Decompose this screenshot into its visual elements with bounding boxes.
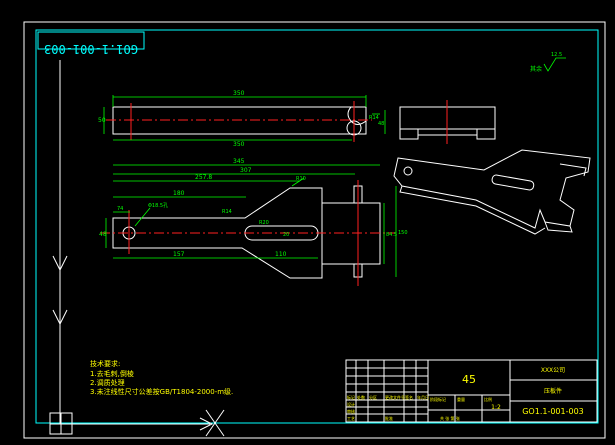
tb-part-name: 压板件 [544, 387, 562, 395]
dim-main-r20: R20 [259, 220, 269, 226]
dim-top-overall: 350 [233, 90, 245, 97]
tb-col-f: 年月日 [417, 394, 429, 400]
dim-top-thk: 48 [378, 121, 384, 127]
dim-main-2578: 257.8 [195, 174, 212, 181]
roughness-value: 12.5 [551, 52, 562, 58]
ucs-icon [49, 60, 225, 437]
tb-checker: 审核 [347, 408, 355, 414]
dim-top-r14: R14 [369, 115, 379, 121]
title-block: 标记 处数 分区 更改文件号 签名 年月日 设计 审核 工艺 批准 阶段标记 重… [345, 359, 598, 423]
dim-main-157: 157 [173, 251, 185, 258]
dim-main-150: 150 [398, 230, 408, 236]
tb-stage: 阶段标记 [430, 396, 446, 402]
tb-ratio: 比例 [484, 396, 492, 402]
dim-top-height: 50 [98, 117, 106, 124]
tb-approve: 批准 [385, 415, 393, 421]
tb-designer: 设计 [347, 401, 355, 407]
dim-main-180: 180 [173, 190, 185, 197]
tb-col-a: 标记 [347, 394, 355, 400]
tb-sheet: 共 张 第 张 [440, 415, 460, 421]
tb-col-b: 处数 [357, 394, 365, 400]
technical-notes: 技术要求: 1.去毛刺,倒棱 2.调质处理 3.未注线性尺寸公差按GB/T180… [90, 359, 233, 396]
tb-col-e: 签名 [405, 394, 413, 400]
dim-main-48: 48 [99, 231, 107, 238]
notes-line1: 1.去毛刺,倒棱 [90, 369, 134, 378]
mirrored-number-box [37, 31, 145, 50]
inner-frame [35, 29, 599, 424]
outer-border [23, 21, 606, 439]
mirrored-drawing-number: GO1.1-001-003 [44, 42, 138, 56]
notes-line2: 2.调质处理 [90, 378, 125, 387]
dim-top-lower: 350 [233, 141, 245, 148]
dim-main-345: 345 [233, 158, 245, 165]
dim-main-110: 110 [275, 251, 287, 258]
notes-title: 技术要求: [90, 359, 120, 368]
tb-craft: 工艺 [347, 416, 355, 421]
side-view [399, 100, 496, 144]
tb-material: 45 [462, 373, 476, 386]
isometric-view [393, 149, 591, 235]
dim-main-r14: R14 [222, 209, 232, 215]
dim-main-307: 307 [240, 167, 252, 174]
top-view: 350 350 50 R14 48 [98, 90, 386, 148]
svg-text:其余: 其余 [530, 65, 542, 73]
dim-main-r10: R10 [296, 176, 306, 182]
dim-main-phi: Φ18.5孔 [148, 202, 168, 209]
front-view: 345 307 257.8 180 74 Φ18.5孔 R14 R20 R10 … [99, 158, 408, 286]
dim-main-845: 84.5 [386, 232, 397, 238]
tb-col-c: 分区 [369, 394, 377, 400]
dim-main-74: 74 [117, 206, 123, 212]
tb-col-d: 更改文件号 [385, 394, 405, 400]
dim-main-slot: 20 [283, 232, 289, 238]
tb-scale: 1:2 [491, 404, 501, 411]
tb-drawing-number: GO1.1-001-003 [522, 407, 584, 416]
tb-weight: 重量 [457, 396, 465, 402]
notes-line3: 3.未注线性尺寸公差按GB/T1804-2000-m级. [90, 387, 233, 396]
roughness-symbol: 其余 12.5 [530, 52, 566, 73]
tb-company: XXX公司 [541, 367, 565, 374]
